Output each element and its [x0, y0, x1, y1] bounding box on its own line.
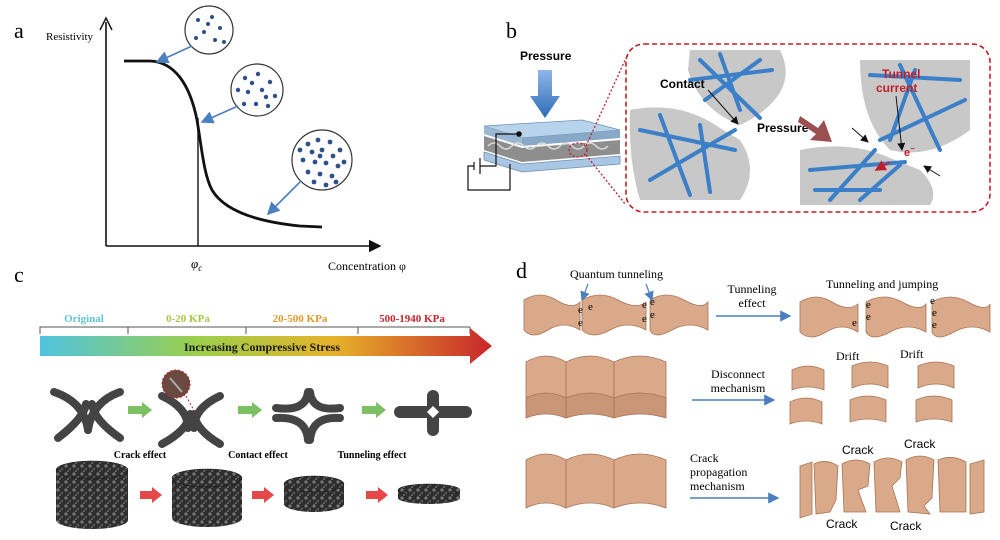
tunneling-jumping-label: Tunneling and jumping — [826, 277, 938, 291]
stress-arrow — [40, 328, 492, 364]
effect-label-0: Crack effect — [114, 450, 167, 461]
row3-arrow-label-2: propagation — [690, 465, 747, 479]
junction-stage1 — [158, 392, 224, 448]
electrons-row1-left: ee e ee ee — [578, 296, 655, 329]
particle-circle-mid — [230, 63, 284, 117]
x-axis-label: Concentration φ — [328, 259, 406, 273]
wave-row2-right — [789, 361, 955, 425]
callout-arrow-high — [266, 181, 301, 216]
crack-label-1: Crack — [842, 443, 874, 457]
electron-label: e− — [904, 144, 915, 159]
stress-label: Increasing Compressive Stress — [184, 340, 340, 354]
svg-text:e: e — [642, 313, 647, 325]
svg-text:e: e — [866, 299, 871, 311]
crack-label-2: Crack — [904, 437, 936, 451]
drift-label-2: Drift — [900, 347, 924, 361]
svg-text:e: e — [578, 317, 583, 329]
svg-text:e: e — [932, 307, 937, 319]
stage-label-0: Original — [64, 313, 104, 325]
foam-original — [55, 460, 129, 529]
panel-b-label: b — [506, 18, 517, 43]
zoom-line-top — [585, 57, 627, 147]
battery-icon — [473, 158, 481, 174]
gap-arrow-right — [923, 165, 941, 177]
wave-row1-right — [799, 296, 991, 338]
wave-row2-left — [525, 355, 667, 419]
stage-arrows-top — [128, 402, 386, 418]
effect-label-1: Contact effect — [228, 450, 288, 461]
panel-c: c Original 0-20 KPa 20-500 KPa 500-1940 … — [14, 262, 492, 529]
pressure-top-label: Pressure — [520, 49, 572, 63]
tunnel-label-1: Tunnel — [882, 67, 920, 81]
row1-arrow-label-1: Tunneling — [728, 282, 777, 296]
contact-arrow — [707, 89, 739, 125]
foam-stage1 — [171, 468, 243, 527]
pressure-mid-label: Pressure — [757, 121, 809, 135]
panel-a: a Resistivity φc Concentration φ — [14, 5, 406, 273]
zoom-box — [625, 43, 991, 213]
panel-d-label: d — [516, 258, 527, 283]
stage-label-3: 500-1940 KPa — [379, 313, 445, 325]
zoom-line-bottom — [585, 154, 627, 206]
grains-tunnel — [800, 60, 970, 205]
junction-stage2 — [272, 388, 344, 444]
row3-arrow-label-3: mechanism — [690, 479, 745, 493]
svg-text:e: e — [650, 309, 655, 321]
critical-label: φc — [191, 256, 202, 273]
row3-arrow-label-1: Crack — [690, 451, 719, 465]
pressure-arrow-icon — [530, 70, 560, 118]
panel-a-label: a — [14, 18, 24, 43]
y-axis-arrow — [99, 16, 113, 31]
foam-stage2 — [283, 475, 345, 512]
stage-arrows-bottom — [140, 487, 388, 503]
quantum-tunneling-label: Quantum tunneling — [570, 267, 663, 281]
svg-text:e: e — [588, 301, 593, 313]
svg-text:e: e — [852, 317, 857, 329]
svg-text:e: e — [578, 304, 583, 316]
electron-arrow — [874, 160, 891, 171]
stage-bracket — [39, 326, 471, 334]
resistivity-curve — [124, 59, 323, 229]
contact-label: Contact — [660, 77, 705, 91]
svg-text:e: e — [866, 311, 871, 323]
junction-stage3 — [394, 390, 472, 436]
panel-d: d Quantum tunneling ee e ee ee Tunneling… — [516, 258, 991, 533]
wave-row3-left — [525, 453, 667, 509]
svg-text:e: e — [642, 299, 647, 311]
particle-circle-low — [184, 5, 234, 55]
row2-arrow-label-1: Disconnect — [711, 367, 766, 381]
sensor-stack — [483, 119, 621, 173]
wire-bottom — [467, 164, 511, 191]
row1-arrow-label-2: effect — [738, 296, 766, 310]
wire-top — [480, 133, 519, 167]
electrons-row1-right: e ee ee e — [852, 295, 937, 331]
row2-arrow-label-2: mechanism — [711, 381, 766, 395]
zoom-circle — [568, 142, 588, 158]
svg-text:e: e — [932, 319, 937, 331]
panel-c-label: c — [14, 262, 24, 287]
tunnel-arrow — [895, 95, 906, 151]
panel-b: b Pressure — [467, 18, 991, 213]
drift-label-1: Drift — [836, 349, 860, 363]
tunnel-label-2: current — [876, 81, 917, 95]
stage-label-2: 20-500 KPa — [273, 313, 328, 325]
crack-label-3: Crack — [826, 517, 858, 531]
wave-row3-right — [799, 455, 985, 519]
svg-text:e: e — [930, 295, 935, 307]
gap-arrow-left — [851, 127, 869, 143]
svg-text:e: e — [650, 296, 655, 308]
pressure-mid-arrow-icon — [798, 116, 832, 142]
effect-label-2: Tunneling effect — [338, 450, 407, 461]
callout-arrow-low — [155, 45, 193, 64]
y-axis-label: Resistivity — [46, 31, 94, 43]
particle-circle-high — [291, 129, 353, 191]
callout-arrow-mid — [200, 105, 239, 124]
junction-original — [50, 388, 124, 442]
stage-label-1: 0-20 KPa — [166, 313, 210, 325]
crack-label-4: Crack — [890, 519, 922, 533]
grains-contact — [629, 50, 786, 200]
foam-stage3 — [397, 483, 461, 504]
wave-row1-left — [523, 294, 709, 336]
